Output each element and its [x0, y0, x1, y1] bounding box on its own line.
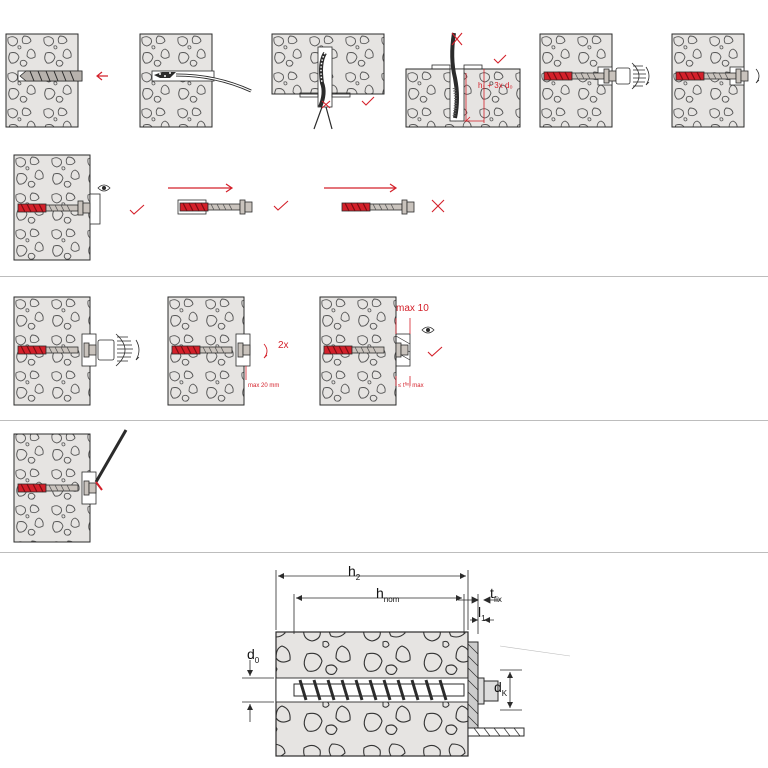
h2-label: h2 — [348, 563, 361, 582]
install-step-retorque — [167, 296, 268, 406]
check-icon — [273, 200, 289, 211]
check-icon — [129, 204, 145, 215]
install-step-final-check — [319, 296, 443, 406]
max-label: max 10 — [396, 303, 429, 314]
install-step-drill — [5, 33, 108, 128]
install-step-depth-check — [405, 32, 521, 128]
eye-icon — [97, 184, 111, 192]
install-step-inspect — [13, 154, 145, 261]
gap-label: max 20 mm — [248, 383, 280, 389]
hnom-label: hnom — [376, 585, 400, 604]
check-icon — [427, 346, 443, 357]
tfix-label: ≤ tᶠᴵˣ, max — [398, 383, 424, 389]
wrench-icon — [115, 333, 133, 367]
retorque-label: 2x — [278, 340, 289, 351]
install-step-torque — [671, 33, 760, 128]
blow-pump-icon — [154, 72, 252, 93]
install-step-mark — [13, 429, 128, 543]
brush-icon — [313, 51, 333, 130]
row-divider-2 — [0, 420, 768, 421]
eye-icon — [421, 326, 435, 334]
row-divider-3 — [0, 552, 768, 553]
drill-bit-icon — [19, 70, 83, 82]
screw-anchor — [293, 679, 465, 701]
depth-label: h₁ + 3x d₀ — [478, 81, 513, 90]
install-step-blow-out — [139, 33, 252, 128]
d0-label: d0 — [247, 646, 260, 665]
anchor-correct — [168, 183, 289, 215]
row-divider-1 — [0, 276, 768, 277]
install-step-brush — [271, 33, 385, 130]
install-step-through-set — [13, 296, 140, 406]
check-icon — [361, 96, 375, 106]
dk-label: dK — [494, 679, 508, 698]
arrow-icon — [96, 71, 108, 81]
dimension-drawing — [242, 570, 571, 757]
wrench-icon — [631, 62, 646, 90]
cross-icon — [431, 199, 445, 213]
l1-label: l1 — [478, 604, 486, 623]
install-step-set-anchor — [539, 33, 650, 128]
tfix-dim-label: tfix — [490, 585, 502, 604]
cross-icon — [321, 100, 331, 109]
anchor-incorrect — [324, 183, 445, 215]
